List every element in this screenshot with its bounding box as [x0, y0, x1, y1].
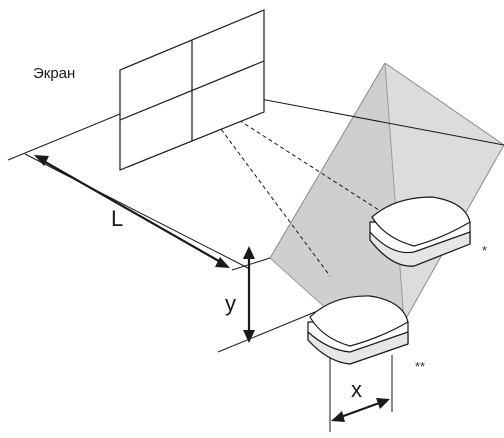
beam-edge-inner: [384, 62, 405, 323]
horizontal-offset-label: x: [351, 377, 362, 402]
vertical-offset-arrowhead-bottom: [243, 330, 255, 343]
screen-label: Экран: [33, 65, 75, 82]
beam-face-light: [385, 63, 504, 322]
floor-line-left: [24, 153, 249, 269]
beam-edge-left: [269, 62, 386, 259]
projector-lower-shadow: [307, 330, 409, 365]
projector-upper-top: [371, 196, 471, 247]
floor-line-mid: [231, 257, 271, 271]
screen-baseline: [7, 113, 121, 161]
horizontal-offset-arrowhead-left: [331, 411, 345, 422]
projector-lower: [307, 295, 409, 365]
horizontal-offset-arrowhead-right: [376, 398, 390, 409]
beam-edge-bottom: [269, 257, 331, 313]
distance-arrow: [39, 158, 225, 265]
note-double-marker: **: [415, 359, 425, 374]
distance-label: L: [111, 206, 123, 231]
screen-divider-horizontal: [119, 60, 265, 121]
distance-arrowhead-start: [34, 155, 49, 166]
dimension-arrows: [34, 155, 390, 422]
projector-upper-shadow: [369, 230, 471, 267]
vertical-offset-label: y: [225, 291, 236, 316]
screen: [119, 9, 265, 171]
floor-line-front: [217, 309, 321, 353]
projector-lower-top: [309, 295, 409, 347]
beam-edge-top: [384, 62, 504, 146]
projection-beam: [269, 62, 504, 323]
note-single-marker: *: [482, 243, 487, 258]
reference-lines: [7, 85, 504, 432]
vertical-offset-arrowhead-top: [243, 246, 255, 259]
horizontal-offset-arrow: [337, 400, 383, 420]
projector-upper: [369, 196, 471, 267]
distance-arrowhead-end: [215, 257, 230, 268]
